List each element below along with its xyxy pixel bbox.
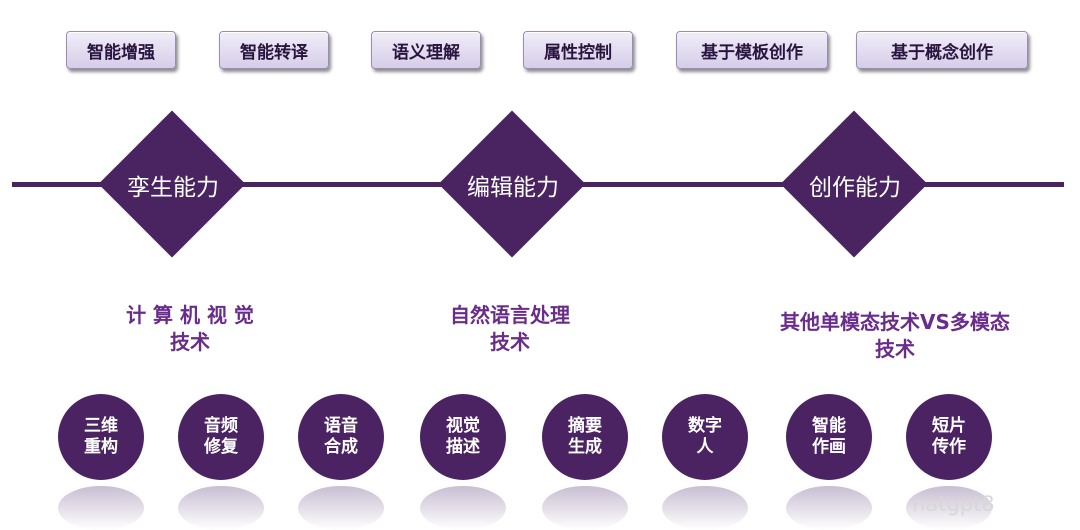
app-line1: 语音 — [324, 416, 358, 436]
app-audio-repair[interactable]: 音频修复 — [178, 394, 264, 480]
tag-concept-creation[interactable]: 基于概念创作 — [856, 31, 1028, 69]
app-line2: 修复 — [204, 437, 238, 457]
app-line1: 数字 — [688, 416, 722, 436]
ability-diamond-create: 创作能力 — [780, 110, 928, 258]
tag-smart-enhance[interactable]: 智能增强 — [66, 31, 176, 69]
tag-template-creation[interactable]: 基于模板创作 — [676, 31, 828, 69]
app-smart-painting[interactable]: 智能作画 — [786, 394, 872, 480]
circle-reflection — [662, 486, 748, 530]
app-line1: 视觉 — [446, 416, 480, 436]
circle-reflection — [786, 486, 872, 530]
app-line1: 短片 — [932, 416, 966, 436]
tech-multimodal: 其他单模态技术VS多模态 技术 — [745, 309, 1045, 363]
app-short-video[interactable]: 短片传作 — [906, 394, 992, 480]
app-line2: 传作 — [932, 437, 966, 457]
ability-label: 编辑能力 — [467, 175, 559, 201]
tag-smart-translate[interactable]: 智能转译 — [219, 31, 329, 69]
tag-semantic-understanding[interactable]: 语义理解 — [371, 31, 481, 69]
tech-nlp: 自然语言处理 技术 — [400, 302, 620, 356]
app-line1: 摘要 — [568, 416, 602, 436]
app-line2: 重构 — [84, 437, 118, 457]
app-line2: 生成 — [568, 437, 602, 457]
app-line1: 三维 — [84, 416, 118, 436]
tech-computer-vision: 计 算 机 视 觉 技术 — [80, 302, 300, 356]
tech-line1: 计 算 机 视 觉 — [126, 303, 254, 327]
ability-diamond-twin: 孪生能力 — [98, 110, 246, 258]
app-line2: 描述 — [446, 437, 480, 457]
ability-label: 创作能力 — [809, 175, 901, 201]
watermark: natgpt8 — [912, 492, 995, 516]
circle-reflection — [298, 486, 384, 530]
tech-line1: 自然语言处理 — [450, 303, 570, 327]
circle-reflection — [58, 486, 144, 530]
circle-reflection — [542, 486, 628, 530]
app-line2: 人 — [696, 437, 714, 457]
app-summary-generation[interactable]: 摘要生成 — [542, 394, 628, 480]
ability-label: 孪生能力 — [127, 175, 219, 201]
tag-attribute-control[interactable]: 属性控制 — [523, 31, 633, 69]
tech-line1: 其他单模态技术VS多模态 — [780, 310, 1010, 334]
ability-diamond-edit: 编辑能力 — [438, 110, 586, 258]
app-line2: 合成 — [324, 437, 358, 457]
app-speech-synthesis[interactable]: 语音合成 — [298, 394, 384, 480]
app-line1: 音频 — [204, 416, 238, 436]
app-digital-human[interactable]: 数字人 — [662, 394, 748, 480]
app-visual-description[interactable]: 视觉描述 — [420, 394, 506, 480]
app-3d-reconstruction[interactable]: 三维重构 — [58, 394, 144, 480]
app-line1: 智能 — [812, 416, 846, 436]
circle-reflection — [420, 486, 506, 530]
tech-line2: 技术 — [875, 337, 915, 361]
tech-line2: 技术 — [170, 330, 210, 354]
tech-line2: 技术 — [490, 330, 530, 354]
circle-reflection — [178, 486, 264, 530]
app-line2: 作画 — [812, 437, 846, 457]
